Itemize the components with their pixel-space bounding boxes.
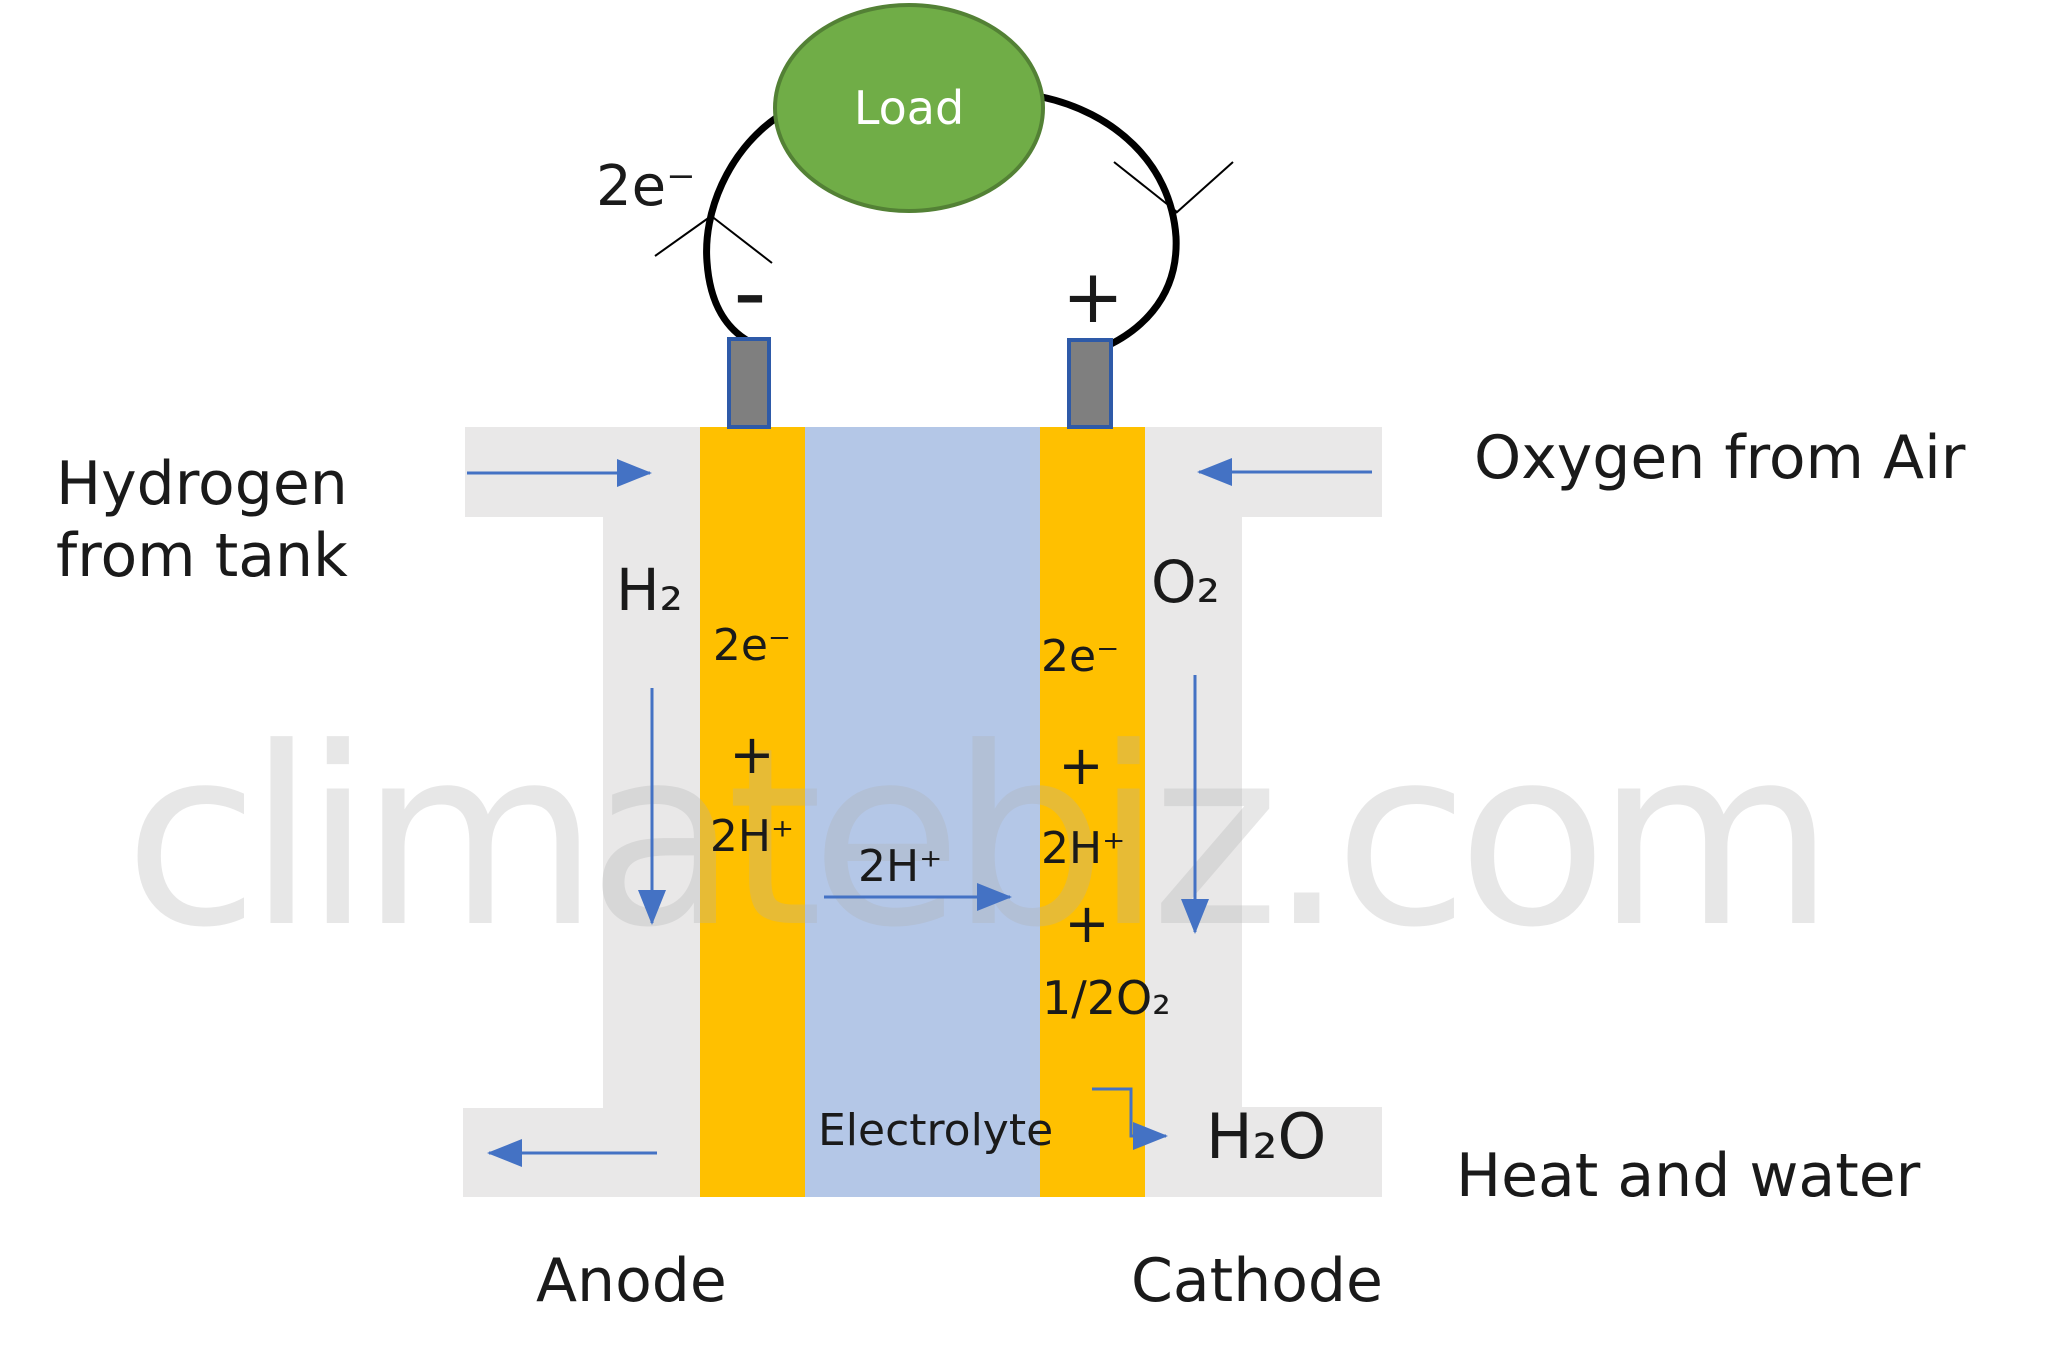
negative-terminal-label: - — [733, 239, 767, 346]
right-wire-arrow-tick — [1175, 161, 1234, 214]
cathode-bar — [1040, 427, 1145, 1197]
positive-terminal-label: + — [1062, 254, 1125, 340]
anode-bar — [700, 427, 805, 1197]
anode-terminal-tab — [727, 337, 771, 429]
hydrogen-outlet-channel — [463, 1108, 700, 1197]
heat-and-water-label: Heat and water — [1456, 1141, 1921, 1211]
o2-label: O₂ — [1151, 548, 1220, 616]
right-wire-arrow-tick — [1113, 161, 1178, 213]
cathode-reaction-protons: 2H⁺ — [1041, 823, 1126, 874]
cathode-reaction-electrons: 2e⁻ — [1041, 631, 1120, 682]
hydrogen-flow-channel — [603, 427, 700, 1197]
hydrogen-from-tank-label-line2: from tank — [56, 521, 348, 591]
water-outlet-channel — [1145, 1107, 1382, 1197]
cathode-reaction-plus2: + — [1064, 892, 1110, 955]
cathode-reaction-plus1: + — [1058, 734, 1104, 797]
electron-flow-label: 2e⁻ — [596, 154, 696, 219]
load-ellipse: Load — [773, 3, 1045, 213]
left-wire-arrow-tick — [654, 213, 715, 257]
h2o-label: H₂O — [1206, 1100, 1327, 1173]
cathode-terminal-tab — [1067, 338, 1113, 429]
anode-reaction-protons: 2H⁺ — [709, 811, 795, 862]
h2-label: H₂ — [616, 556, 683, 624]
electrolyte-bar — [805, 427, 1040, 1197]
oxygen-flow-channel — [1145, 427, 1242, 1197]
load-label: Load — [853, 81, 965, 135]
electrolyte-label: Electrolyte — [818, 1105, 1054, 1156]
anode-reaction-electrons: 2e⁻ — [712, 620, 792, 671]
hydrogen-from-tank-label-line1: Hydrogen — [56, 449, 348, 519]
anode-label: Anode — [536, 1246, 727, 1316]
electrolyte-proton-label: 2H⁺ — [858, 841, 943, 892]
cathode-label: Cathode — [1131, 1246, 1383, 1316]
cathode-reaction-oxygen: 1/2O₂ — [1042, 971, 1171, 1025]
oxygen-from-air-label: Oxygen from Air — [1474, 423, 1966, 493]
anode-reaction-plus: + — [729, 723, 775, 786]
